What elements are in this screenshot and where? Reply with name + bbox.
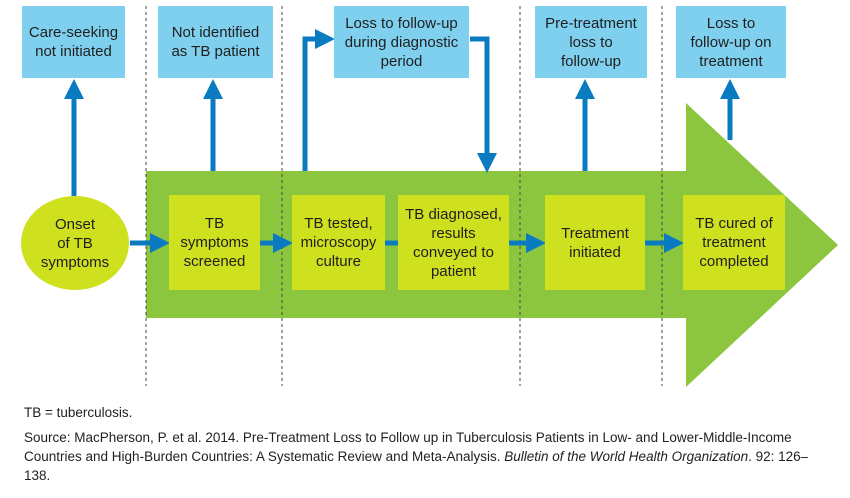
stage-box-treatment-initiated: Treatment initiated xyxy=(545,195,645,290)
loss-box-diagnostic: Loss to follow-up during diagnostic peri… xyxy=(334,6,469,78)
arrow-from-diagnostic-loss xyxy=(470,36,497,173)
onset-node: Onset of TB symptoms xyxy=(21,196,129,290)
loss-box-pretreatment: Pre-treatment loss to follow-up xyxy=(535,6,647,78)
citation-text: Source: MacPherson, P. et al. 2014. Pre-… xyxy=(24,430,792,464)
abbreviation-note: TB = tuberculosis. xyxy=(24,405,133,420)
arrow-to-diagnostic-loss xyxy=(302,29,335,171)
citation-end: . 92: 126–138. xyxy=(24,449,809,483)
journal-name: Bulletin of the World Health Organizatio… xyxy=(504,449,749,464)
source-citation: Source: MacPherson, P. et al. 2014. Pre-… xyxy=(24,428,824,485)
loss-box-not-identified: Not identified as TB patient xyxy=(158,6,273,78)
stage-box-diagnosed: TB diagnosed, results conveyed to patien… xyxy=(398,195,509,290)
stage-box-screened: TB symptoms screened xyxy=(169,195,260,290)
stage-box-cured: TB cured of treatment completed xyxy=(683,195,785,290)
stage-box-tested: TB tested, microscopy culture xyxy=(292,195,385,290)
loss-box-treatment: Loss to follow-up on treatment xyxy=(676,6,786,78)
loss-box-care-seeking: Care-seeking not initiated xyxy=(22,6,125,78)
